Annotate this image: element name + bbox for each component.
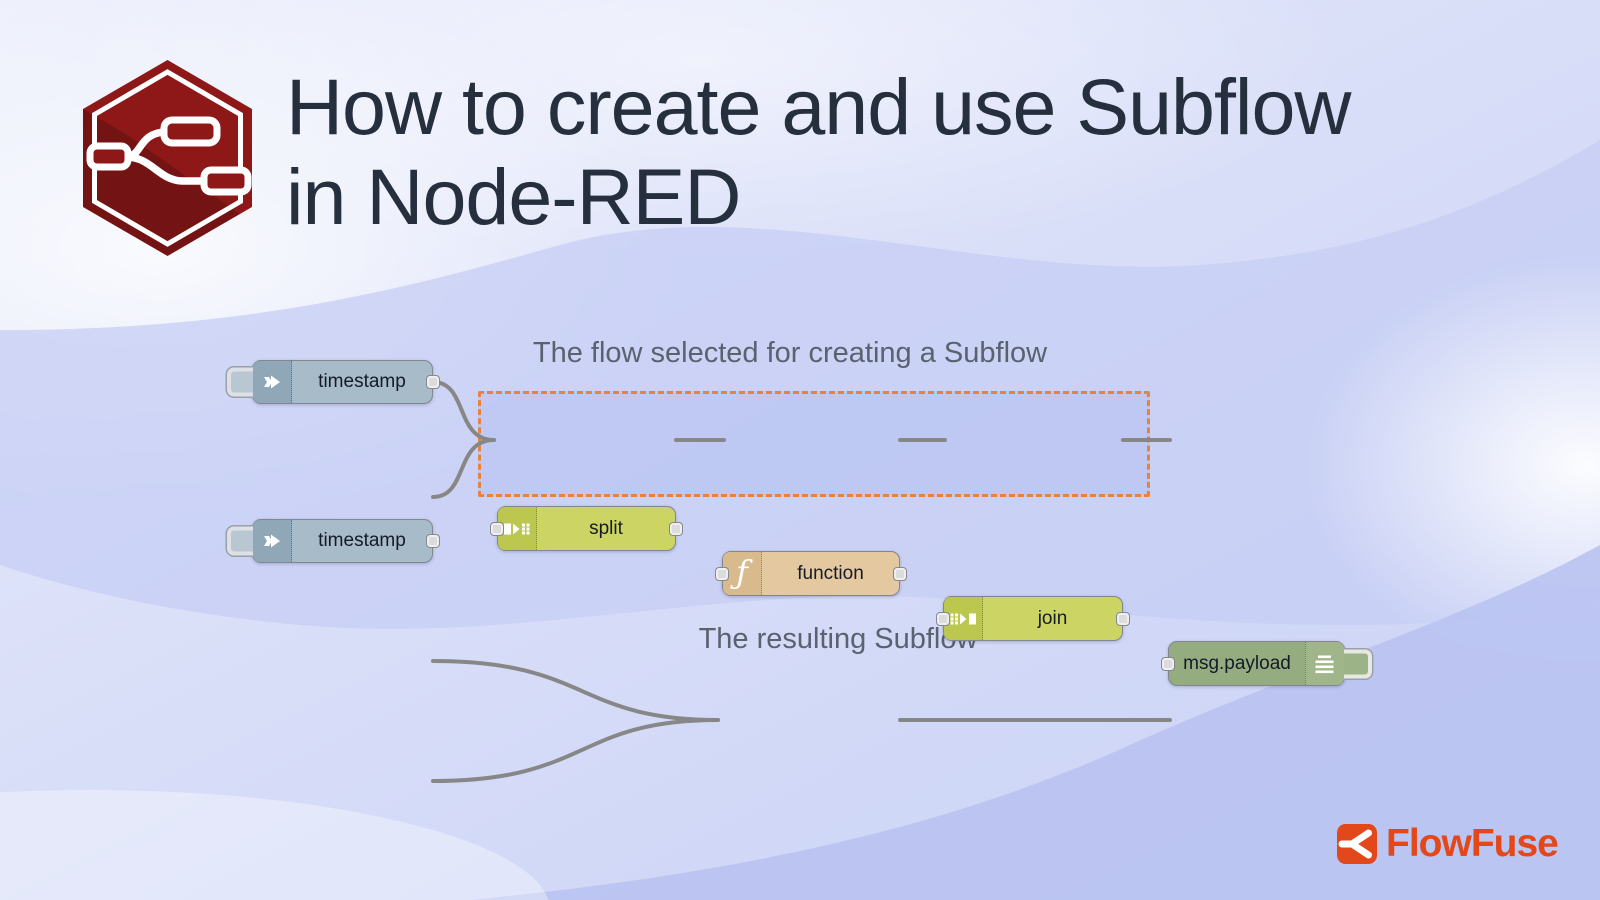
output-port[interactable] (1116, 611, 1130, 626)
inject-arrow-icon (253, 520, 292, 562)
node-red-logo (83, 60, 252, 256)
node-label: join (1037, 607, 1068, 629)
inject-node-timestamp-2[interactable]: timestamp (227, 519, 440, 563)
split-node[interactable]: split (490, 506, 683, 551)
debug-node-msg-payload-1[interactable]: msg.payload (1161, 641, 1372, 686)
page-title: How to create and use Subflow in Node-RE… (286, 62, 1351, 242)
page-title-line1: How to create and use Subflow (286, 62, 1351, 151)
caption-top-flow: The flow selected for creating a Subflow (532, 337, 1048, 369)
output-port[interactable] (893, 566, 907, 581)
node-label: function (797, 562, 864, 584)
join-icon (944, 597, 983, 640)
flowfuse-icon (1337, 824, 1377, 864)
input-port[interactable] (936, 611, 950, 626)
input-port[interactable] (715, 566, 729, 581)
join-node[interactable]: join (936, 596, 1130, 641)
caption-bottom-flow: The resulting Subflow (698, 623, 978, 655)
node-label: timestamp (318, 530, 406, 551)
output-port[interactable] (669, 521, 683, 536)
inject-node-timestamp-1[interactable]: timestamp (227, 360, 440, 404)
node-label: msg.payload (1183, 652, 1291, 674)
subflow-selection-box (478, 391, 1150, 497)
page-title-line2: in Node-RED (286, 152, 741, 241)
output-port[interactable] (426, 375, 440, 389)
input-port[interactable] (1161, 656, 1175, 671)
wire-timestamp2-to-split (431, 438, 496, 499)
output-port[interactable] (426, 534, 440, 548)
input-port[interactable] (490, 521, 504, 536)
wire-timestamp4-to-subflow (431, 718, 720, 783)
flowfuse-wordmark: FlowFuse (1386, 822, 1559, 865)
flowfuse-logo: FlowFuse (1337, 822, 1559, 866)
wire-timestamp1-to-split (431, 380, 496, 442)
split-icon (498, 507, 537, 550)
inject-arrow-icon (253, 361, 292, 403)
debug-icon (1305, 642, 1344, 685)
function-icon: ƒ (723, 552, 762, 595)
wire-timestamp3-to-subflow (431, 659, 720, 722)
node-label: split (589, 517, 623, 539)
function-node[interactable]: ƒ function (715, 551, 907, 596)
node-label: timestamp (318, 371, 406, 392)
